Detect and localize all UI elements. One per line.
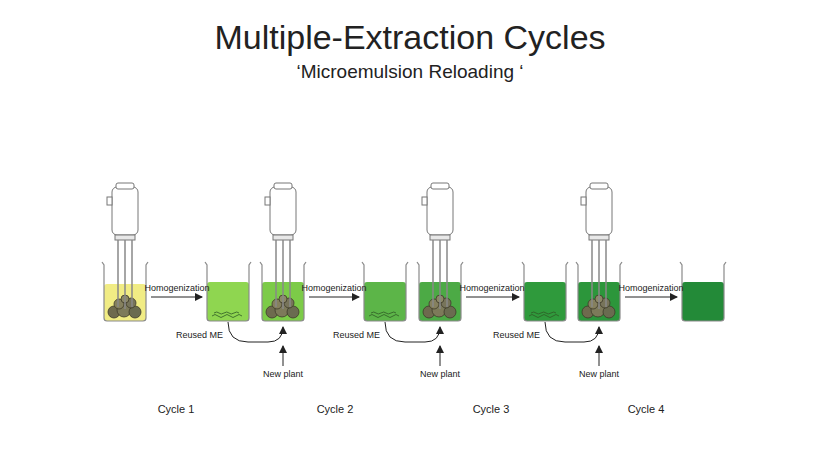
beaker [362, 262, 408, 321]
beaker [205, 262, 251, 321]
cycle-label: Cycle 2 [317, 403, 354, 416]
subtitle: ‘Microemulsion Reloading ‘ [296, 61, 523, 83]
arrow-label: Homogenization [144, 283, 209, 293]
arrow-label: Reused ME [493, 330, 540, 340]
cycle-label: Cycle 1 [158, 403, 195, 416]
reuse-arrows [228, 322, 599, 366]
diagram-title: Multiple-Extraction Cycles [214, 18, 605, 57]
arrow-label: New plant [420, 369, 460, 379]
arrow-label: Reused ME [176, 330, 223, 340]
homogenizer [422, 183, 453, 309]
arrow-label: Reused ME [333, 330, 380, 340]
homogenizer [265, 183, 296, 309]
beaker [522, 262, 568, 321]
cycle-label: Cycle 4 [628, 403, 665, 416]
arrow-label: New plant [263, 369, 303, 379]
cycle-label: Cycle 3 [473, 403, 510, 416]
arrow-label: New plant [579, 369, 619, 379]
homogenizer [107, 183, 138, 309]
arrow-label: Homogenization [618, 283, 683, 293]
arrow-label: Homogenization [301, 283, 366, 293]
process-arrows [151, 297, 677, 298]
beaker [680, 262, 726, 321]
arrow-label: Homogenization [459, 283, 524, 293]
homogenizer [581, 183, 612, 309]
